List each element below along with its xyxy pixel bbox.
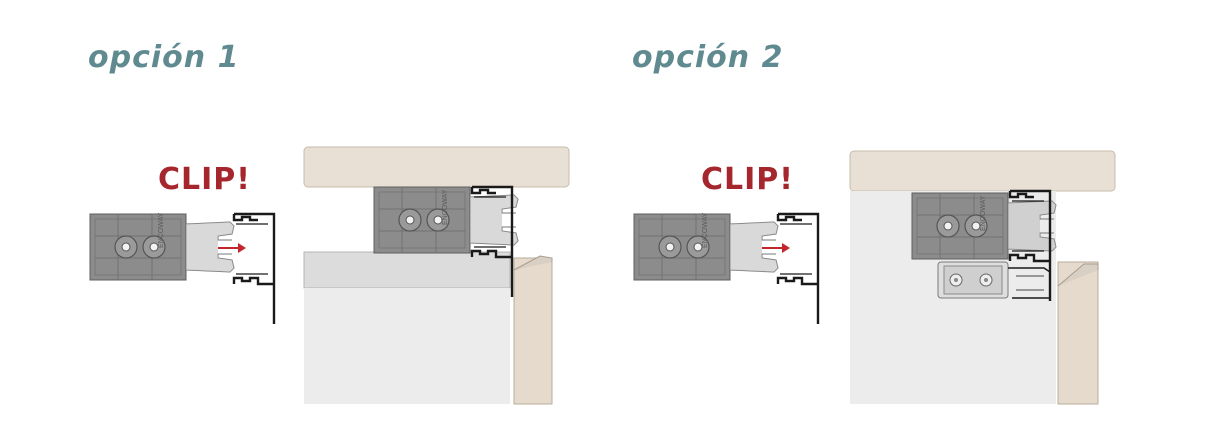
option-2-loose-profile <box>776 212 820 326</box>
option-1-arrow-head <box>238 243 246 253</box>
option-2-mounted-brand-mark: ENCOWAY <box>980 195 987 231</box>
option-1-door-panel <box>513 257 553 405</box>
option-1-loose-profile <box>232 212 276 326</box>
option-1-countertop <box>303 146 570 188</box>
option-2-door-lip <box>1057 263 1099 287</box>
option-1-clip-label: CLIP! <box>158 162 251 197</box>
option-2-heading: opción 2 <box>632 40 784 75</box>
option-1-cabinet-side <box>304 288 510 404</box>
option-2-clip-brand-mark: ENCOWAY <box>702 212 709 248</box>
option-2-clip-label: CLIP! <box>701 162 794 197</box>
option-2-arrow-head <box>782 243 790 253</box>
option-1-door-lip <box>513 255 553 271</box>
option-1-heading: opción 1 <box>88 40 240 75</box>
option-1-shelf <box>303 251 511 289</box>
option-2-door-panel <box>1057 261 1099 405</box>
option-2-hinge-plate <box>937 261 1051 299</box>
option-1-mounted-brand-mark: ENCOWAY <box>442 189 449 225</box>
option-1-clip-brand-mark: ENCOWAY <box>158 212 165 248</box>
option-2-countertop <box>849 150 1116 192</box>
